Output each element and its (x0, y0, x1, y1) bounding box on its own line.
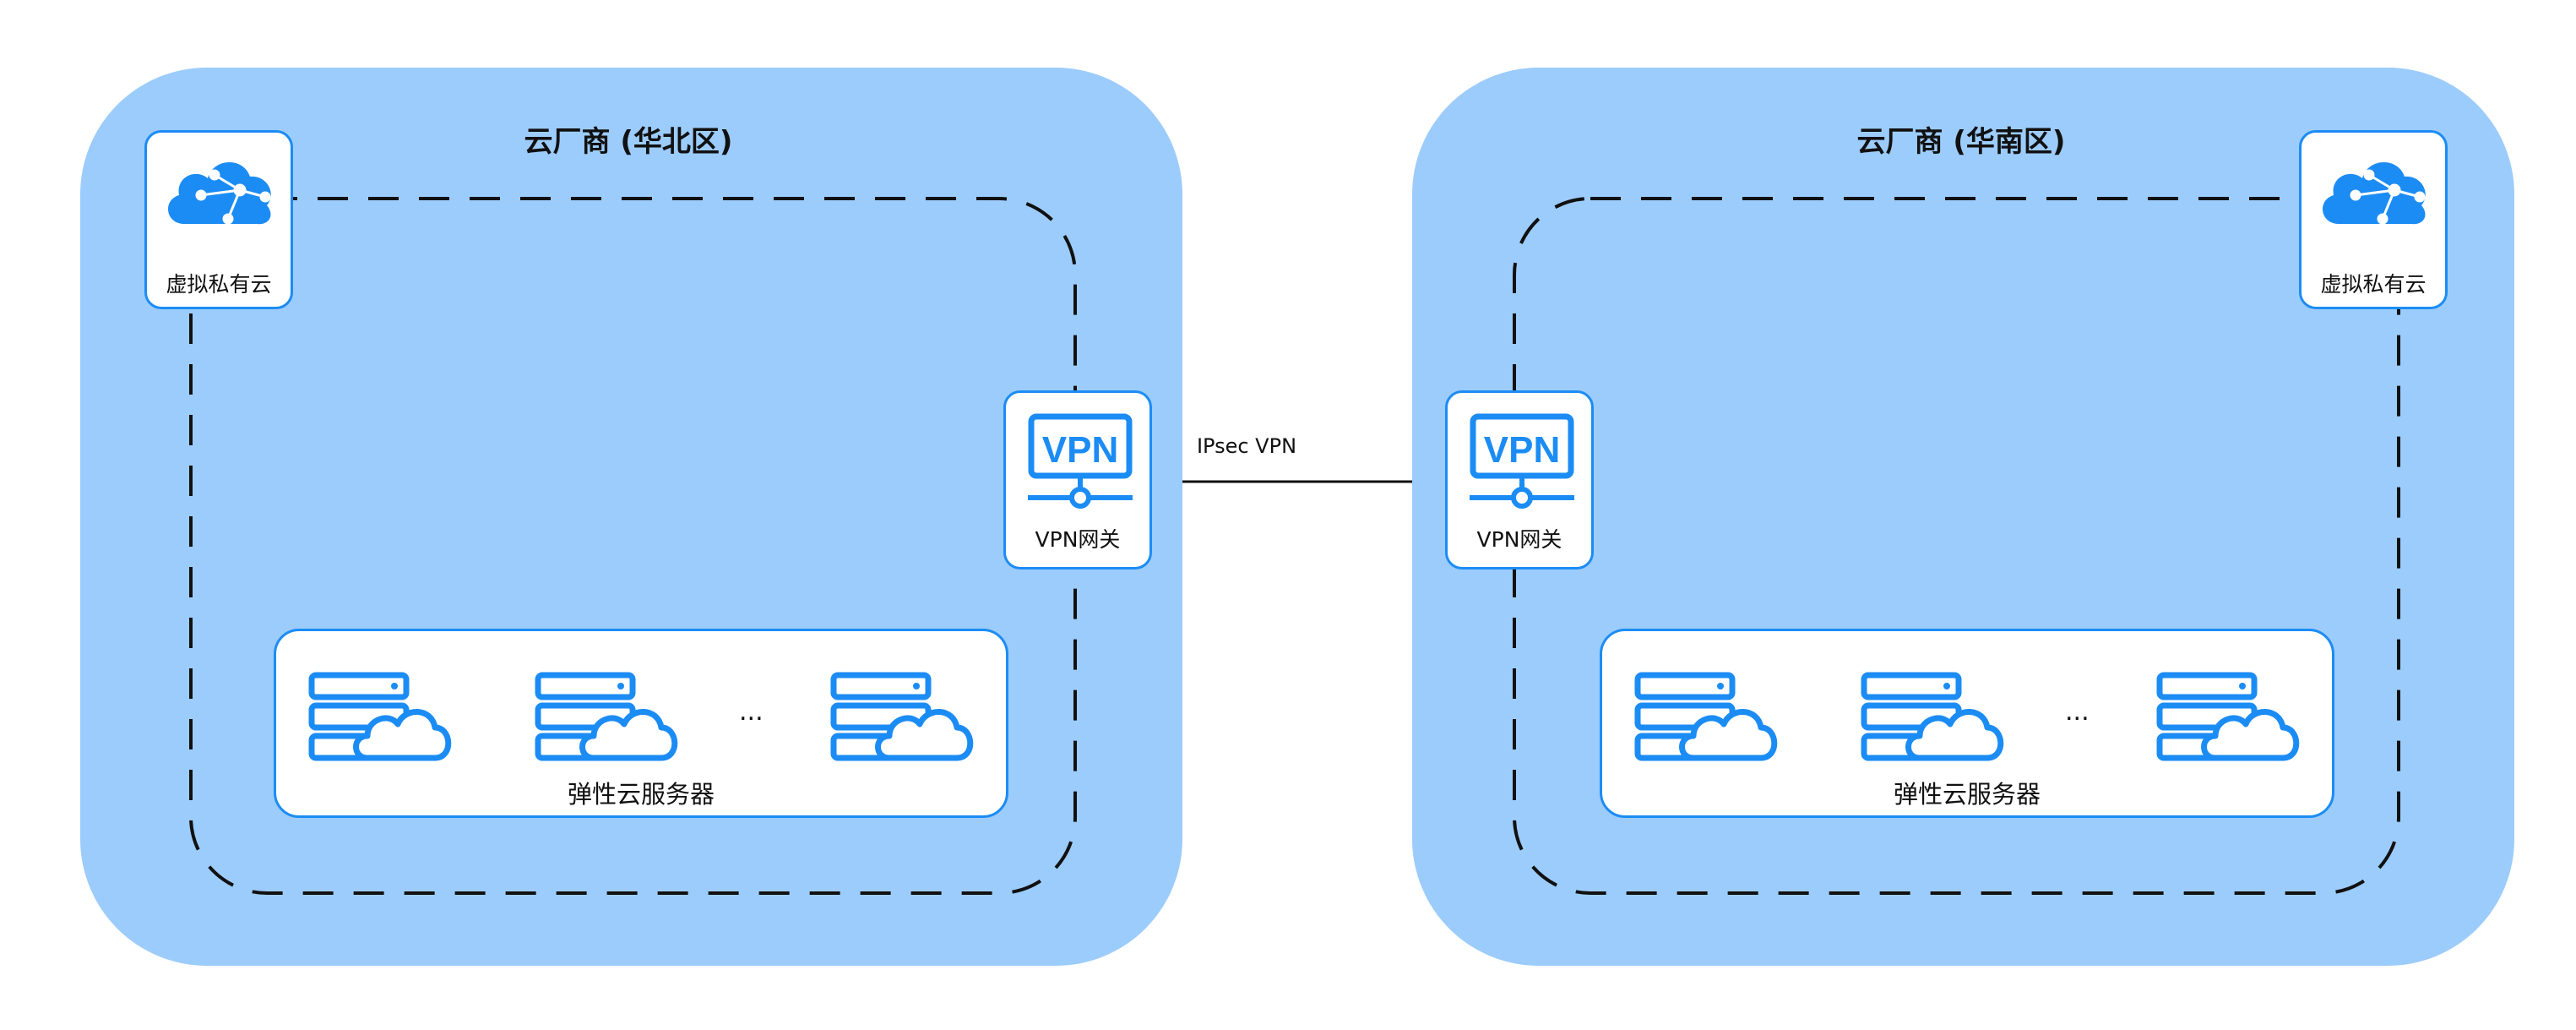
vpn-gateway-label: VPN网关 (1035, 527, 1121, 552)
ipsec-connection-label: IPsec VPN (1196, 434, 1297, 458)
vpn-gateway-card[interactable]: VPN VPN网关 (1445, 390, 1594, 569)
cloud-server-icon (1861, 672, 2004, 761)
cloud-network-icon (168, 161, 271, 225)
ellipsis: ... (739, 697, 764, 727)
vpc-card[interactable]: 虚拟私有云 (2299, 130, 2448, 309)
vpn-icon-text: VPN (1484, 429, 1560, 471)
vpc-card[interactable]: 虚拟私有云 (144, 130, 293, 309)
region-title: 云厂商 (华南区) (1856, 125, 2066, 159)
vpn-icon-text: VPN (1042, 429, 1118, 471)
region-title: 云厂商 (华北区) (524, 125, 733, 159)
vpn-gateway-card[interactable]: VPN VPN网关 (1003, 390, 1152, 569)
vpc-label: 虚拟私有云 (2320, 272, 2427, 297)
cloud-server-icon (535, 672, 678, 761)
vpn-gateway-icon: VPN (1028, 413, 1133, 509)
cloud-server-icon (1634, 672, 1778, 761)
cloud-network-icon (2323, 161, 2426, 225)
ecs-label: 弹性云服务器 (567, 780, 715, 809)
vpn-gateway-label: VPN网关 (1476, 527, 1562, 552)
ecs-label: 弹性云服务器 (1893, 780, 2041, 809)
ellipsis: ... (2065, 697, 2090, 727)
ecs-group[interactable]: ... 弹性云服务器 (1600, 629, 2334, 818)
cloud-server-icon (308, 672, 452, 761)
vpc-label: 虚拟私有云 (166, 272, 272, 297)
vpn-gateway-icon: VPN (1470, 413, 1574, 509)
cloud-server-icon (2156, 672, 2300, 761)
cloud-server-icon (830, 672, 974, 761)
ecs-group[interactable]: ... 弹性云服务器 (274, 629, 1008, 818)
